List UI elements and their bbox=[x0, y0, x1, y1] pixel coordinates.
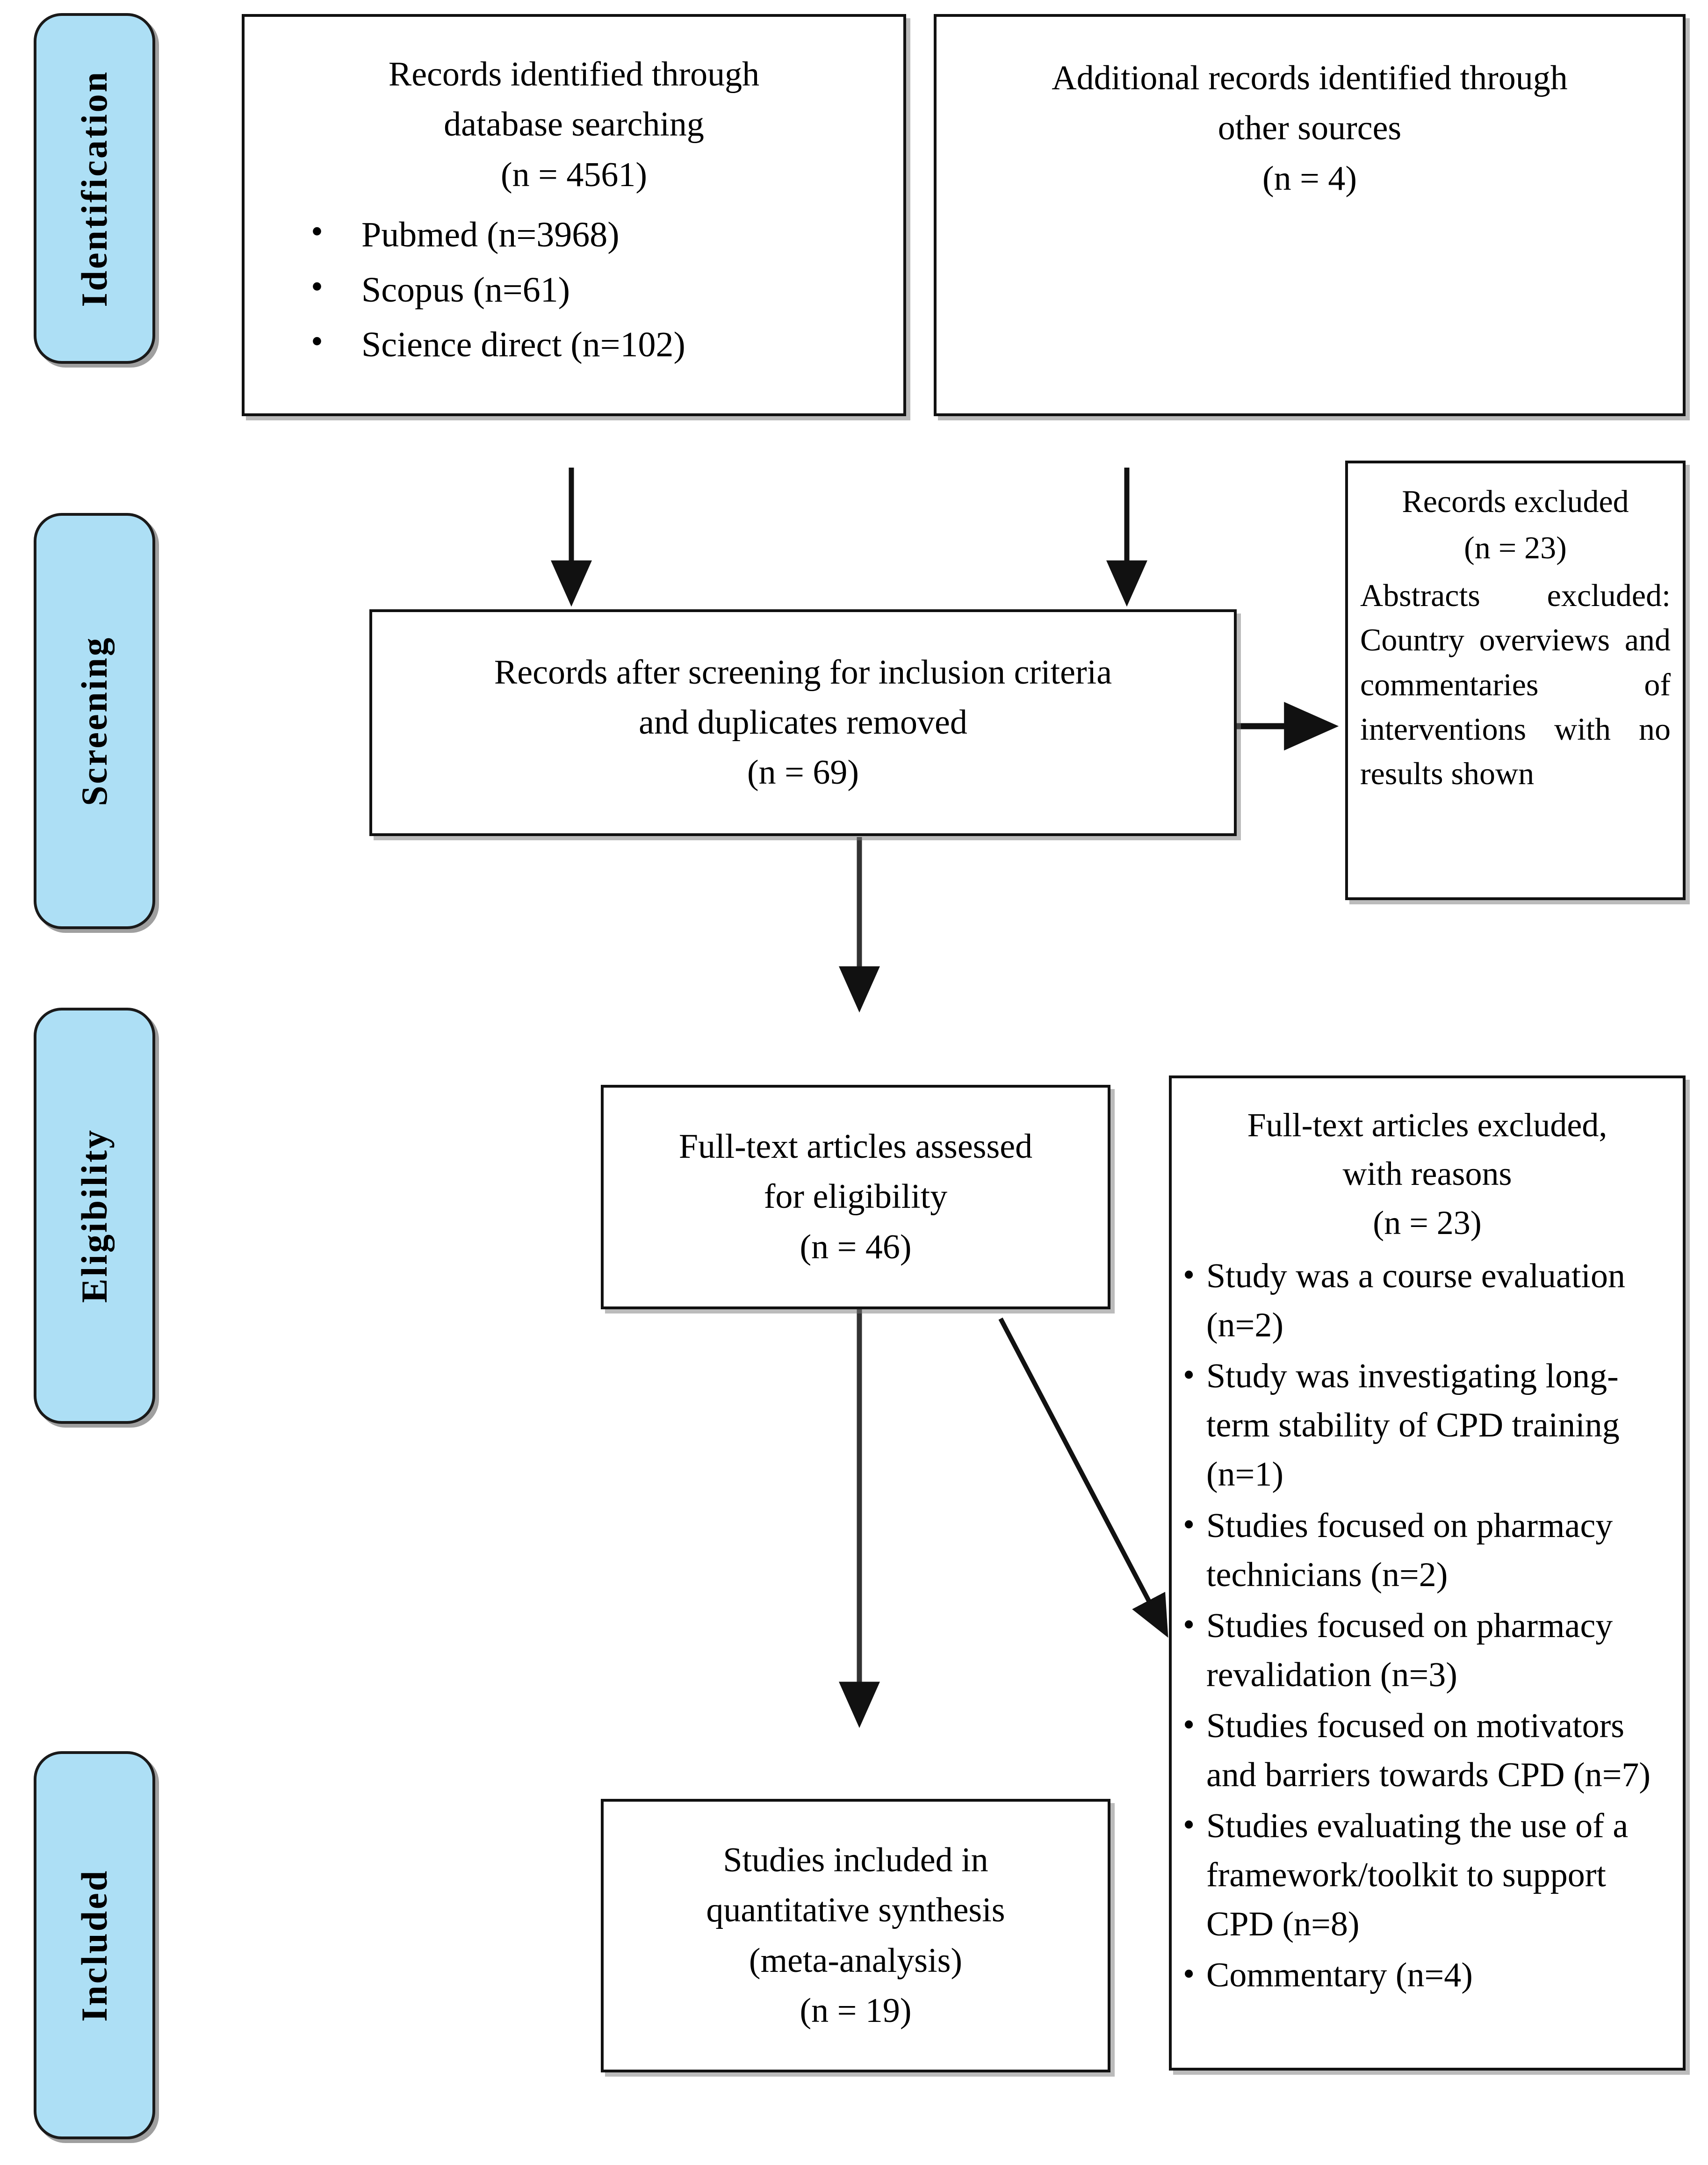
list-item-scopus: Scopus (n=61) bbox=[311, 260, 903, 318]
full-text-assessed-count: (n = 46) bbox=[800, 1227, 912, 1266]
additional-records-line2: other sources bbox=[1218, 109, 1402, 148]
records-identified-title: Records identified through database sear… bbox=[245, 50, 903, 200]
records-excluded-line1: Records excluded bbox=[1402, 484, 1629, 519]
stage-pill-identification: Identification bbox=[34, 13, 155, 364]
stage-pill-eligibility: Eligibility bbox=[34, 1008, 155, 1424]
list-item-long-term-stability: Study was investigating long-term stabil… bbox=[1183, 1351, 1671, 1499]
records-after-screening-count: (n = 69) bbox=[747, 753, 859, 792]
stage-label-screening: Screening bbox=[74, 636, 115, 806]
records-identified-line2: database searching bbox=[444, 105, 704, 144]
full-text-assessed-line1: Full-text articles assessed bbox=[678, 1127, 1033, 1166]
studies-included-count: (n = 19) bbox=[800, 1991, 912, 2030]
records-excluded-title: Records excluded (n = 23) bbox=[1348, 478, 1683, 570]
arrow-fulltext-to-excluded bbox=[998, 1317, 1168, 1638]
records-excluded-reason: Abstracts excluded: Country overviews an… bbox=[1360, 577, 1671, 791]
full-text-excluded-line2: with reasons bbox=[1342, 1155, 1512, 1193]
full-text-excluded-line1: Full-text articles excluded, bbox=[1247, 1106, 1607, 1144]
list-item-course-evaluation: Study was a course evaluation (n=2) bbox=[1183, 1251, 1671, 1350]
list-item-framework-toolkit: Studies evaluating the use of a framewor… bbox=[1183, 1801, 1671, 1949]
full-text-excluded-count: (n = 23) bbox=[1373, 1204, 1482, 1241]
box-records-excluded: Records excluded (n = 23) Abstracts excl… bbox=[1345, 461, 1686, 900]
studies-included-line3: (meta-analysis) bbox=[749, 1941, 963, 1980]
studies-included-title: Studies included in quantitative synthes… bbox=[604, 1835, 1108, 2036]
full-text-assessed-line2: for eligibility bbox=[764, 1177, 948, 1216]
records-after-screening-line2: and duplicates removed bbox=[639, 703, 967, 742]
list-item-motivators-barriers: Studies focused on motivators and barrie… bbox=[1183, 1701, 1671, 1800]
list-item-pubmed: Pubmed (n=3968) bbox=[311, 205, 903, 263]
box-records-identified: Records identified through database sear… bbox=[242, 14, 906, 416]
box-full-text-assessed: Full-text articles assessed for eligibil… bbox=[601, 1085, 1110, 1309]
additional-records-line1: Additional records identified through bbox=[1052, 59, 1568, 97]
stage-label-included: Included bbox=[74, 1869, 115, 2022]
records-identified-line1: Records identified through bbox=[388, 55, 760, 94]
records-excluded-count: (n = 23) bbox=[1464, 529, 1567, 565]
full-text-excluded-title: Full-text articles excluded, with reason… bbox=[1172, 1101, 1683, 1247]
additional-records-title: Additional records identified through ot… bbox=[937, 53, 1683, 204]
full-text-assessed-title: Full-text articles assessed for eligibil… bbox=[604, 1122, 1108, 1272]
box-studies-included: Studies included in quantitative synthes… bbox=[601, 1799, 1110, 2072]
studies-included-line1: Studies included in bbox=[723, 1840, 988, 1879]
full-text-excluded-reason-list: Study was a course evaluation (n=2) Stud… bbox=[1172, 1251, 1683, 2002]
records-identified-source-list: Pubmed (n=3968) Scopus (n=61) Science di… bbox=[245, 205, 903, 373]
stage-label-eligibility: Eligibility bbox=[74, 1128, 115, 1303]
box-full-text-excluded: Full-text articles excluded, with reason… bbox=[1169, 1075, 1686, 2071]
box-additional-records: Additional records identified through ot… bbox=[934, 14, 1686, 416]
records-after-screening-title: Records after screening for inclusion cr… bbox=[372, 648, 1234, 798]
box-records-after-screening: Records after screening for inclusion cr… bbox=[369, 609, 1237, 836]
list-item-pharmacy-technicians: Studies focused on pharmacy technicians … bbox=[1183, 1501, 1671, 1600]
additional-records-count: (n = 4) bbox=[1262, 159, 1357, 198]
records-identified-count: (n = 4561) bbox=[500, 155, 648, 194]
records-after-screening-line1: Records after screening for inclusion cr… bbox=[494, 653, 1112, 692]
studies-included-line2: quantitative synthesis bbox=[706, 1891, 1005, 1930]
stage-pill-included: Included bbox=[34, 1751, 155, 2139]
list-item-science-direct: Science direct (n=102) bbox=[311, 315, 903, 373]
list-item-commentary: Commentary (n=4) bbox=[1183, 1950, 1671, 2000]
list-item-pharmacy-revalidation: Studies focused on pharmacy revalidation… bbox=[1183, 1601, 1671, 1700]
stage-pill-screening: Screening bbox=[34, 513, 155, 929]
stage-label-identification: Identification bbox=[74, 70, 115, 307]
